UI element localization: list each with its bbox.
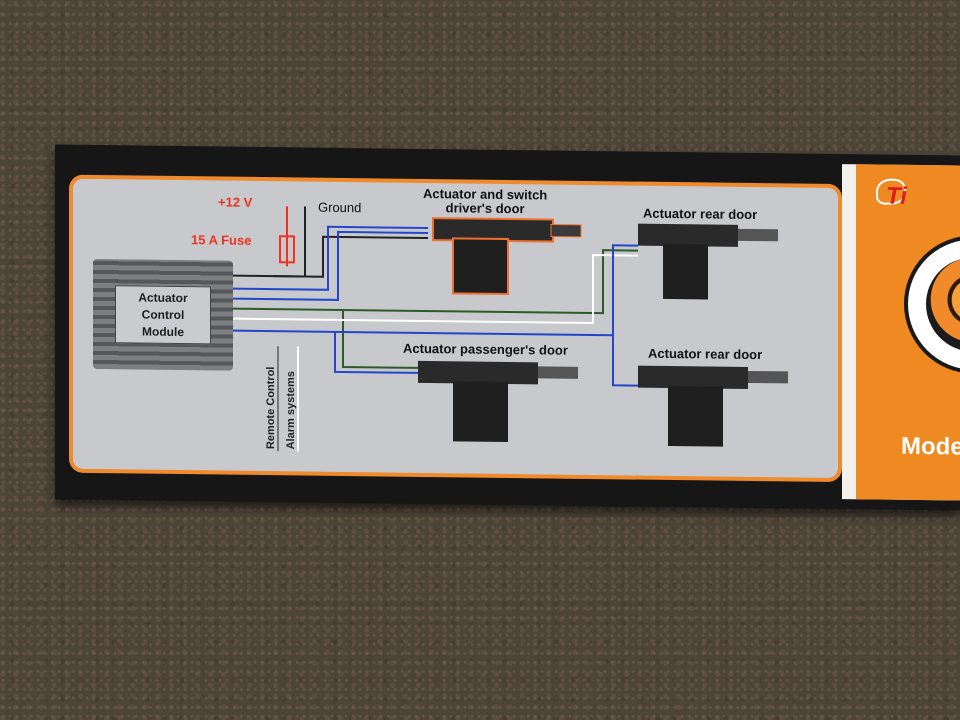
control-module-icon: Actuator Control Module	[93, 258, 233, 371]
driver-door-label-line-2: driver's door	[445, 200, 525, 217]
ground-label: Ground	[318, 199, 362, 216]
wiring-lines	[233, 206, 788, 452]
alarm-systems-label: Alarm systems	[285, 371, 297, 450]
driver-actuator-icon	[432, 217, 582, 296]
product-box: Actuator Control Module +12 V Ground 15 …	[55, 144, 960, 511]
rear-door-top-actuator-icon	[638, 223, 778, 300]
module-label-line-2: Control	[141, 307, 185, 323]
rear-door-bottom-label: Actuator rear door	[648, 345, 763, 363]
passenger-door-label: Actuator passenger's door	[403, 340, 568, 358]
brand-text: Ti	[886, 182, 907, 210]
model-text: Mode	[901, 432, 960, 461]
module-label-line-1: Actuator	[138, 290, 188, 306]
fuse-label: 15 A Fuse	[191, 232, 252, 248]
rear-door-bottom-actuator-icon	[638, 365, 788, 447]
module-label: Actuator Control Module	[115, 285, 211, 345]
driver-door-label: Actuator and switch driver's door	[423, 186, 547, 217]
wiring-diagram-panel: Actuator Control Module +12 V Ground 15 …	[69, 174, 842, 483]
supply-label: +12 V	[218, 194, 253, 210]
tiger-face-icon	[926, 257, 960, 353]
tiger-seal-icon	[904, 234, 960, 375]
remote-control-label: Remote Control	[265, 366, 277, 450]
box-side-panel: Ti Mode	[842, 164, 960, 501]
orange-brand-strip: Ti Mode	[856, 164, 960, 501]
module-label-line-3: Module	[142, 324, 184, 340]
rear-door-top-label: Actuator rear door	[643, 205, 758, 223]
passenger-actuator-icon	[418, 360, 578, 443]
